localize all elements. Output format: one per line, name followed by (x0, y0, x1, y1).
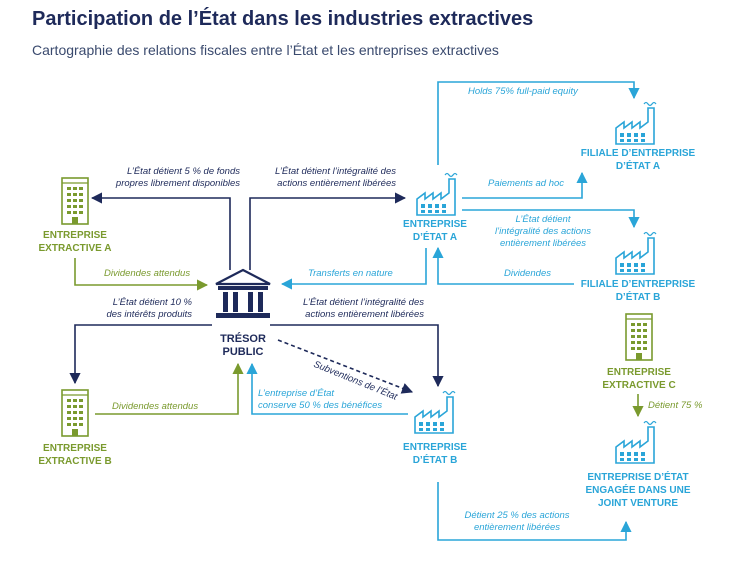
node-filiale-a: FILIALE D’ENTREPRISE D’ÉTAT A (580, 148, 696, 172)
label-dividendes-a: Dividendes attendus (104, 268, 191, 279)
label-conserve-50: L’entreprise d’État conserve 50 % des bé… (258, 388, 383, 411)
node-etat-b: ENTREPRISE D’ÉTAT B (403, 442, 467, 466)
label-dividendes-filiale: Dividendes (504, 268, 551, 279)
arrow-dividendes-filiale (432, 246, 574, 285)
page-title: Participation de l’État dans les industr… (32, 8, 534, 30)
page-subtitle: Cartographie des relations fiscales entr… (32, 42, 499, 58)
node-tresor-public: TRÉSOR PUBLIC (220, 333, 266, 358)
label-integralite-b: L’État détient l’intégralité des actions… (303, 297, 424, 320)
arrow-tresor-to-etat-a (249, 192, 407, 270)
etat-a-factory-icon (416, 172, 458, 216)
arrow-paiements (462, 171, 588, 199)
arrow-conserve-50 (246, 362, 408, 415)
label-integralite-a: L’État détient l’intégralité des actions… (275, 166, 396, 189)
label-etat-10pct: L’État détient 10 % des intérêts produit… (106, 297, 192, 320)
node-etat-a: ENTREPRISE D’ÉTAT A (403, 219, 467, 243)
arrow-tresor-to-extractive-a (90, 192, 231, 270)
node-extractive-a: ENTREPRISE EXTRACTIVE A (38, 230, 112, 254)
node-joint-venture: ENTREPRISE D’ÉTAT ENGAGÉE DANS UNE JOINT… (585, 472, 691, 509)
arrow-subventions (277, 339, 414, 394)
arrow-holds-75 (437, 81, 640, 165)
treasury-building-icon (215, 268, 271, 318)
label-detient-25: Détient 25 % des actions entièrement lib… (464, 510, 570, 533)
extractive-a-building-icon (61, 177, 89, 225)
extractive-b-building-icon (61, 389, 89, 437)
node-extractive-b: ENTREPRISE EXTRACTIVE B (38, 443, 112, 467)
label-dividendes-b: Dividendes attendus (112, 401, 199, 412)
extractive-c-building-icon (625, 313, 653, 361)
arrow-tresor-to-extractive-b (69, 324, 212, 385)
arrow-dividendes-b (95, 362, 244, 415)
label-holds-75: Holds 75% full-paid equity (468, 86, 578, 97)
label-transferts: Transferts en nature (308, 268, 393, 279)
label-etat-5pct: L’État détient 5 % de fonds propres libr… (115, 166, 240, 189)
label-paiements: Paiements ad hoc (488, 178, 565, 189)
arrow-transferts (280, 248, 427, 290)
arrow-integralite-filiale (462, 209, 640, 229)
label-detient-75: Détient 75 % (648, 400, 703, 411)
filiale-b-factory-icon (615, 231, 657, 275)
etat-b-factory-icon (414, 390, 456, 434)
joint-venture-factory-icon (615, 420, 657, 464)
node-extractive-c: ENTREPRISE EXTRACTIVE C (602, 367, 676, 391)
arrow-dividendes-a (74, 258, 209, 291)
label-integralite-filiale: L’État détient l’intégralité des actions… (494, 214, 592, 249)
filiale-a-factory-icon (615, 101, 657, 145)
arrow-tresor-to-etat-b (270, 324, 444, 388)
arrow-detient-25 (437, 482, 632, 541)
node-filiale-b: FILIALE D’ENTREPRISE D’ÉTAT B (580, 279, 696, 303)
